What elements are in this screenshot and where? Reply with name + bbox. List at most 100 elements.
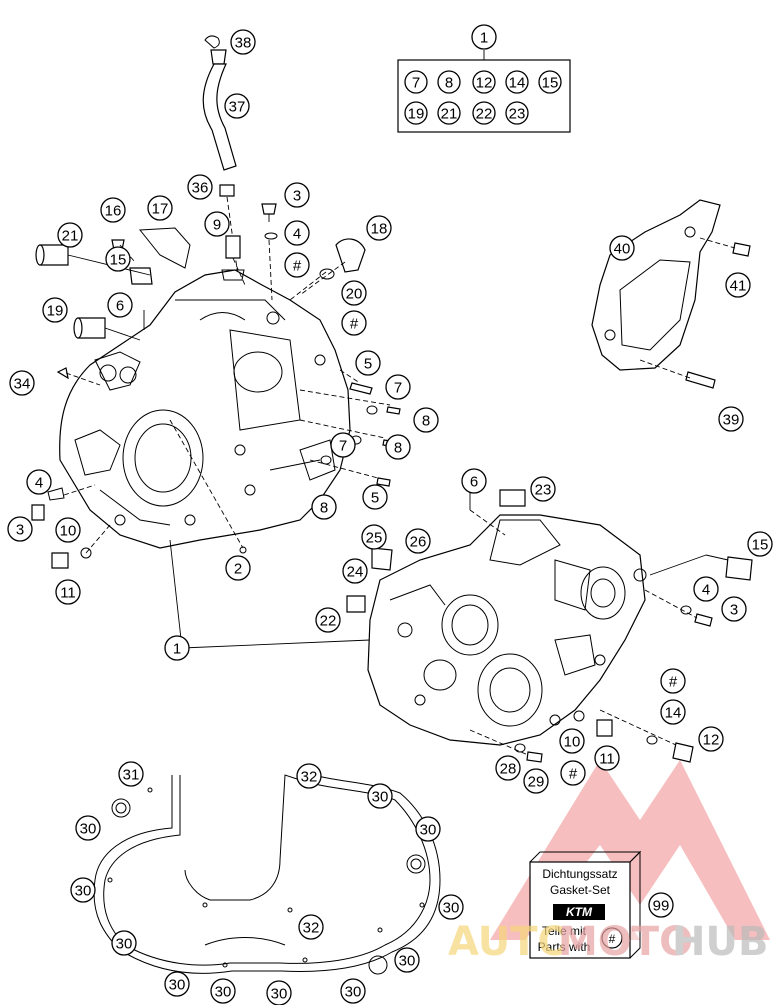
callout-c4b: 4 bbox=[26, 469, 52, 495]
callout-kit-member-7: 7 bbox=[404, 70, 428, 94]
callout-c32b-label: 32 bbox=[303, 920, 320, 937]
callout-c7a-label: 7 bbox=[394, 380, 402, 397]
callout-kit-member-22: 22 bbox=[472, 101, 496, 125]
callout-c30k-label: 30 bbox=[345, 984, 362, 1001]
callout-c20-label: 20 bbox=[346, 286, 363, 303]
callout-c12-label: 12 bbox=[703, 732, 720, 749]
sprocket-cover bbox=[591, 199, 751, 389]
callout-kit-member-15: 15 bbox=[538, 70, 562, 94]
callout-c30e: 30 bbox=[438, 894, 464, 920]
callout-c6b: 6 bbox=[461, 468, 487, 494]
callout-ch3-label: # bbox=[669, 674, 678, 691]
callout-c30j-label: 30 bbox=[271, 986, 288, 1003]
callout-c38-label: 38 bbox=[235, 35, 252, 52]
callout-kit-member-12-label: 12 bbox=[476, 75, 493, 92]
callout-c11b: 11 bbox=[594, 745, 620, 771]
callout-c17-label: 17 bbox=[152, 201, 169, 218]
callout-c4c: 4 bbox=[693, 576, 719, 602]
callout-c8c: 8 bbox=[311, 494, 337, 520]
callout-c30e-label: 30 bbox=[443, 900, 460, 917]
callout-c19: 19 bbox=[42, 297, 68, 323]
callout-c30a-label: 30 bbox=[372, 789, 389, 806]
callout-kit-member-15-label: 15 bbox=[542, 75, 559, 92]
callout-c17: 17 bbox=[147, 195, 173, 221]
callout-c7a: 7 bbox=[385, 374, 411, 400]
callout-c8b-label: 8 bbox=[394, 440, 402, 457]
callout-c30c: 30 bbox=[415, 816, 441, 842]
callout-c5a: 5 bbox=[355, 350, 381, 376]
callout-c21-label: 21 bbox=[62, 228, 79, 245]
callout-c26: 26 bbox=[405, 528, 431, 554]
callout-kit-main: 1 bbox=[471, 24, 497, 50]
callout-c37: 37 bbox=[224, 93, 250, 119]
callout-c9: 9 bbox=[204, 211, 230, 237]
callout-c11a-label: 11 bbox=[60, 585, 76, 602]
breather-hose bbox=[202, 35, 241, 291]
callout-c18-label: 18 bbox=[371, 221, 388, 238]
callout-c34: 34 bbox=[9, 370, 35, 396]
callout-c37-label: 37 bbox=[229, 99, 246, 116]
callout-ch3: # bbox=[660, 668, 686, 694]
callout-c30i-label: 30 bbox=[215, 984, 232, 1001]
callout-c3c-label: 3 bbox=[730, 602, 738, 619]
callout-c31: 31 bbox=[118, 761, 144, 787]
callout-ch2: # bbox=[341, 310, 367, 336]
callout-c14-label: 14 bbox=[665, 705, 682, 722]
callout-kit-member-8-label: 8 bbox=[445, 75, 453, 92]
callout-c15a: 15 bbox=[105, 246, 131, 272]
callout-c19-label: 19 bbox=[47, 303, 64, 320]
callout-c32a-label: 32 bbox=[301, 769, 318, 786]
callout-c23-label: 23 bbox=[535, 482, 552, 499]
callout-kit-member-23: 23 bbox=[505, 101, 529, 125]
callout-kit-member-12: 12 bbox=[472, 70, 496, 94]
gasket-box-line4: Parts with bbox=[538, 940, 591, 954]
callout-c40: 40 bbox=[609, 235, 635, 261]
callout-kit-member-21-label: 21 bbox=[441, 106, 458, 123]
gasket-box-line3: Teile mit bbox=[542, 924, 587, 938]
callout-c22: 22 bbox=[315, 607, 341, 633]
callout-c30k: 30 bbox=[340, 978, 366, 1004]
callout-c1b-label: 1 bbox=[173, 641, 181, 658]
callout-kit-member-19: 19 bbox=[404, 101, 428, 125]
callout-c5b-label: 5 bbox=[371, 490, 379, 507]
callout-kit-member-14-label: 14 bbox=[509, 75, 526, 92]
callout-c32b: 32 bbox=[298, 914, 324, 940]
callout-c30i: 30 bbox=[210, 978, 236, 1004]
callout-c8b: 8 bbox=[385, 434, 411, 460]
callout-c5a-label: 5 bbox=[364, 356, 372, 373]
callout-c1b: 1 bbox=[164, 635, 190, 661]
crankcase-gasket bbox=[93, 771, 441, 975]
callout-c36-label: 36 bbox=[192, 180, 209, 197]
callout-c6a: 6 bbox=[107, 292, 133, 318]
callout-c30a: 30 bbox=[367, 783, 393, 809]
callout-c24: 24 bbox=[342, 558, 368, 584]
callout-c30f-label: 30 bbox=[116, 936, 133, 953]
callout-ch2-label: # bbox=[350, 316, 359, 333]
callout-c15b: 15 bbox=[747, 531, 773, 557]
callout-c31-label: 31 bbox=[123, 767, 140, 784]
callout-c30b-label: 30 bbox=[80, 821, 97, 838]
callout-c26-label: 26 bbox=[410, 534, 427, 551]
gasket-box-line1: Dichtungssatz bbox=[542, 867, 617, 881]
callout-c16: 16 bbox=[100, 197, 126, 223]
callout-c11a: 11 bbox=[55, 579, 81, 605]
callout-c20: 20 bbox=[341, 280, 367, 306]
callout-c8a-label: 8 bbox=[422, 413, 430, 430]
callout-c6a-label: 6 bbox=[116, 298, 124, 315]
callout-c15a-label: 15 bbox=[110, 252, 127, 269]
callout-kit-member-19-label: 19 bbox=[408, 106, 425, 123]
callout-c29-label: 29 bbox=[528, 774, 545, 791]
callout-c4a-label: 4 bbox=[293, 226, 301, 243]
callout-c39-label: 39 bbox=[723, 412, 740, 429]
watermark-text-a: AUTO bbox=[448, 919, 572, 965]
callout-c4a: 4 bbox=[284, 220, 310, 246]
callout-c12: 12 bbox=[698, 726, 724, 752]
callout-c3b: 3 bbox=[7, 516, 33, 542]
callout-kit-member-14: 14 bbox=[505, 70, 529, 94]
kit-group-box bbox=[397, 50, 571, 133]
watermark-text-b: MOTO bbox=[558, 919, 693, 965]
callout-c2-label: 2 bbox=[234, 561, 242, 578]
callout-c41: 41 bbox=[725, 272, 751, 298]
